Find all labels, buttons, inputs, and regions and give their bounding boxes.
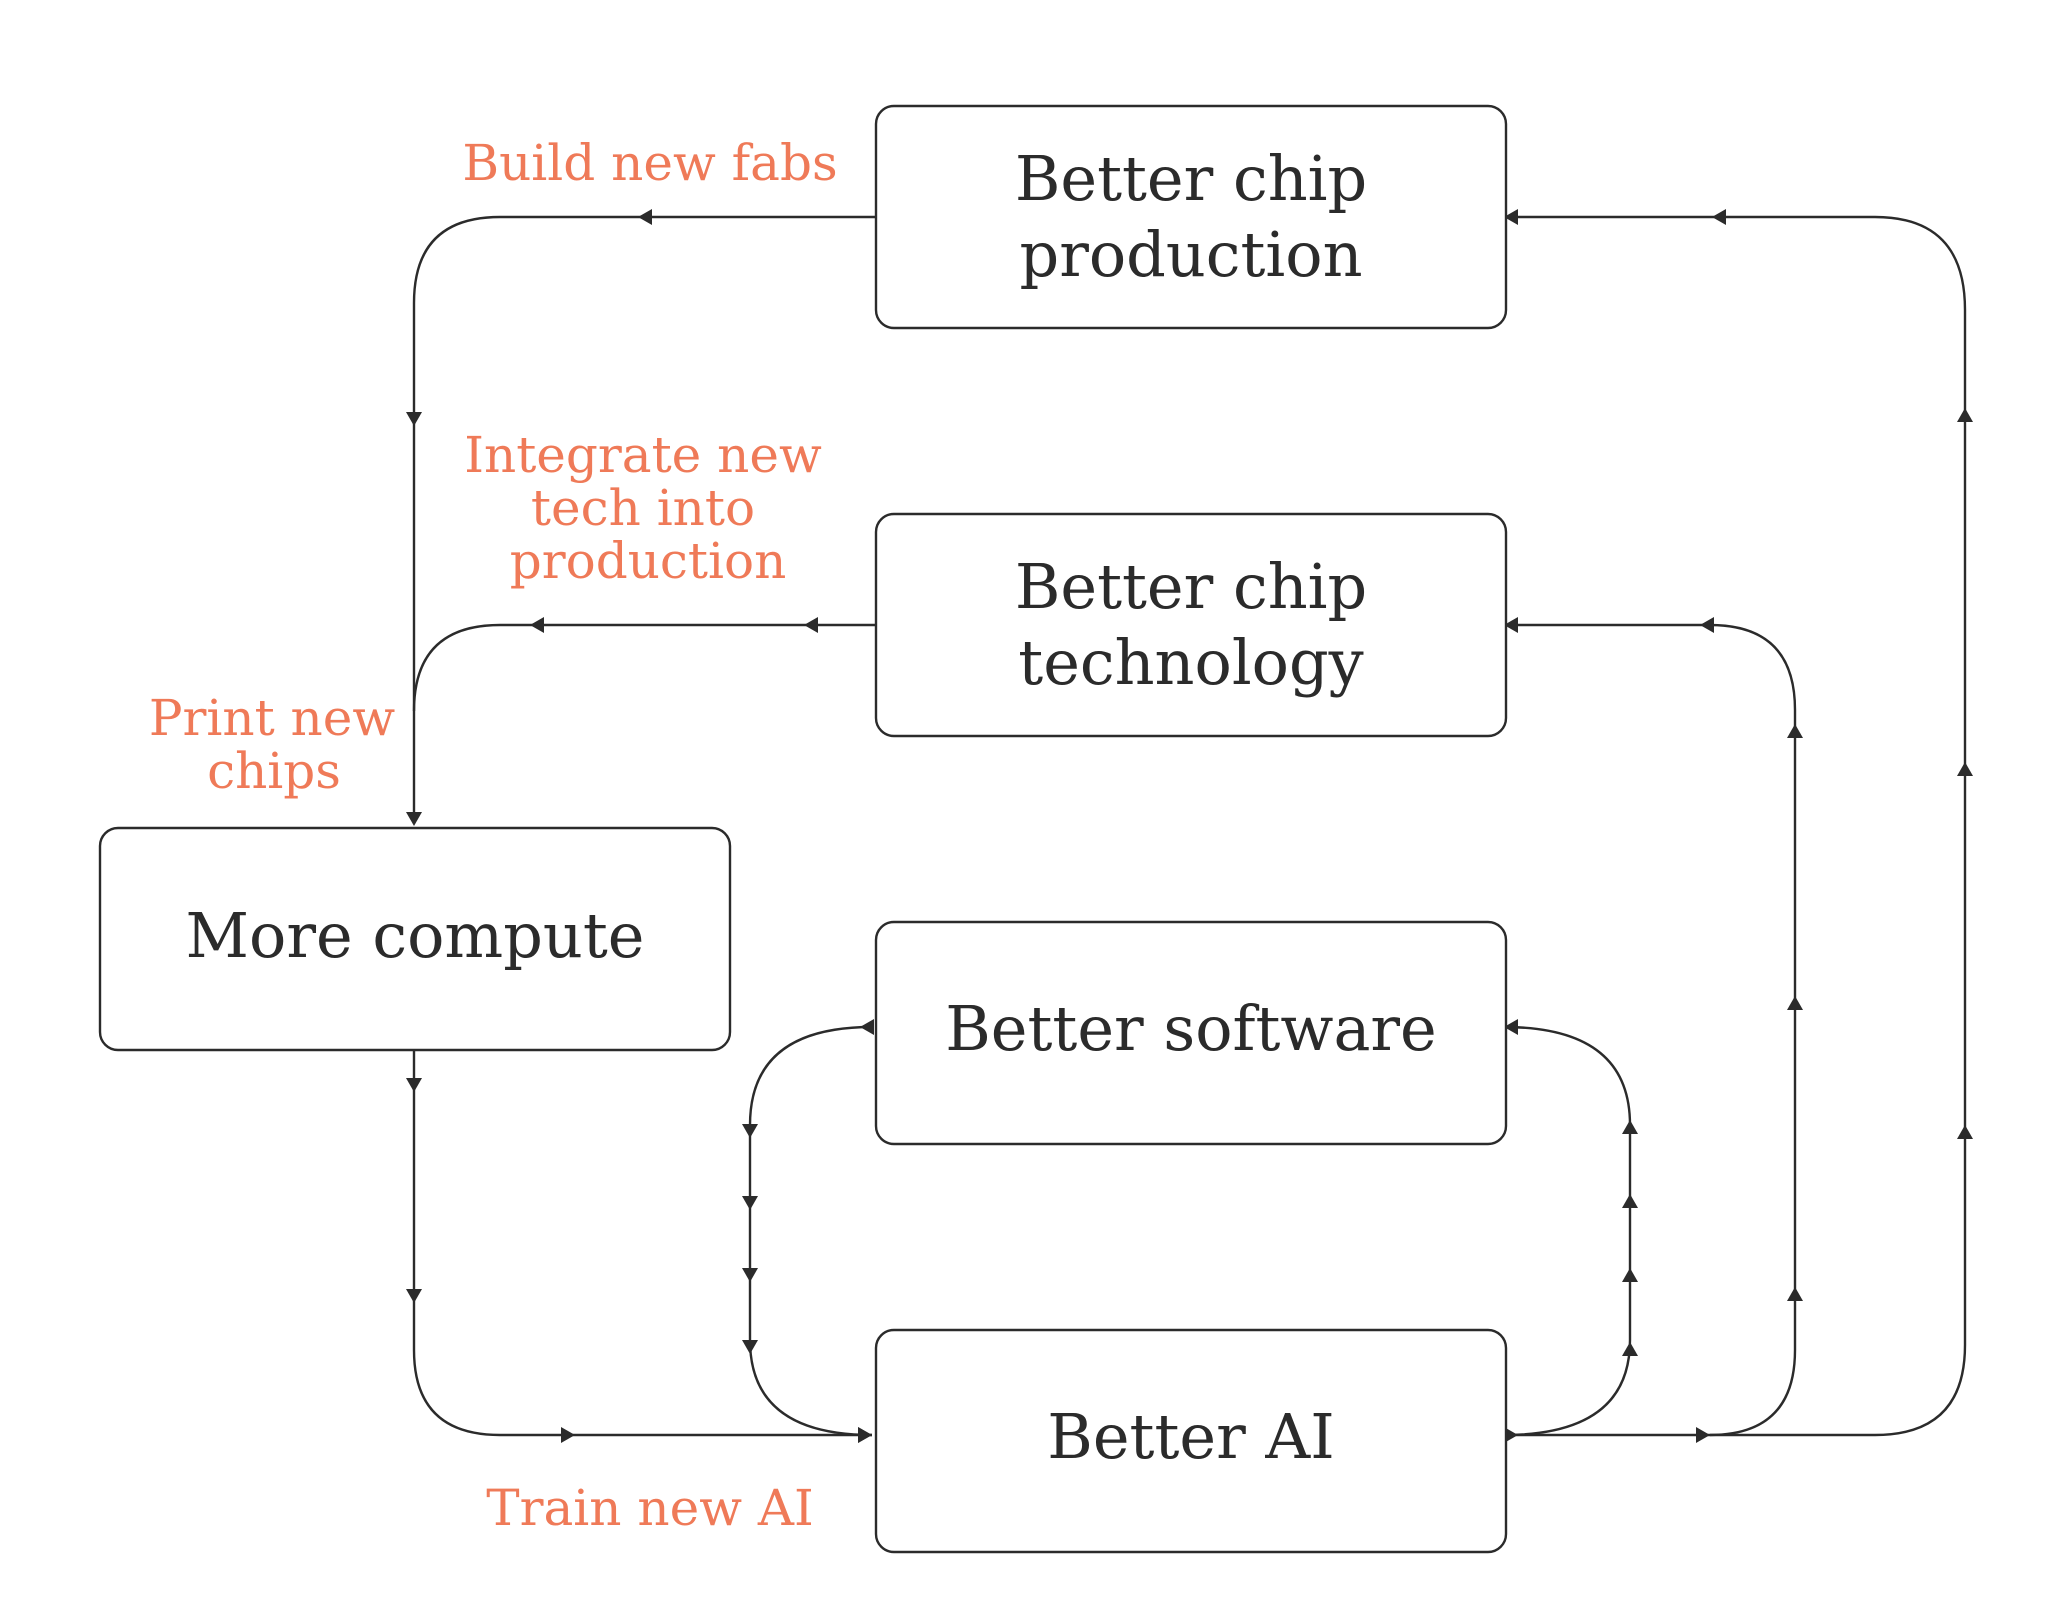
- arrowhead: [530, 617, 544, 633]
- arrowhead: [1957, 1125, 1973, 1139]
- edge-compute-to-ai: [412, 1050, 872, 1437]
- arrowhead: [1622, 1268, 1638, 1282]
- arrowhead: [638, 209, 652, 225]
- arrowhead: [1787, 1287, 1803, 1301]
- arrowhead: [1696, 1427, 1710, 1443]
- arrowhead: [1504, 1019, 1518, 1035]
- edge-ai-to-software: [1503, 1025, 1632, 1437]
- arrowhead: [742, 1268, 758, 1282]
- arrowhead: [1957, 762, 1973, 776]
- arrowhead: [1712, 209, 1726, 225]
- node-chip-production-line1: Better chip: [1015, 142, 1367, 215]
- node-chip-production-line2: production: [1020, 218, 1363, 291]
- arrowhead: [1700, 617, 1714, 633]
- arrowhead: [1787, 724, 1803, 738]
- edge-software-to-ai: [748, 1025, 873, 1437]
- node-chip-technology-line1: Better chip: [1015, 550, 1367, 623]
- arrowhead: [742, 1340, 758, 1354]
- arrowheads: [406, 209, 1973, 1443]
- edge-technology-to-production: [412, 623, 878, 712]
- arrowhead: [406, 1289, 422, 1303]
- arrowhead: [858, 1427, 872, 1443]
- edge-production-to-compute: [412, 215, 878, 822]
- node-more-compute: More compute: [98, 826, 732, 1052]
- arrowhead: [406, 412, 422, 426]
- node-chip-production: Better chip production: [874, 104, 1508, 330]
- node-more-compute-label: More compute: [186, 899, 645, 972]
- arrowhead: [1504, 1427, 1518, 1443]
- label-build-new-fabs: Build new fabs: [462, 134, 837, 192]
- node-chip-technology-line2: technology: [1018, 626, 1363, 699]
- label-integrate-line2: tech into: [531, 479, 755, 537]
- connectors: [412, 215, 1967, 1437]
- arrowhead: [1504, 617, 1518, 633]
- node-chip-technology: Better chip technology: [874, 512, 1508, 738]
- node-better-ai-label: Better AI: [1047, 1400, 1334, 1473]
- arrowhead: [1622, 1194, 1638, 1208]
- label-integrate-line3: production: [510, 532, 787, 590]
- arrowhead: [561, 1427, 575, 1443]
- arrowhead: [804, 617, 818, 633]
- arrowhead: [860, 1019, 874, 1035]
- arrowhead: [1622, 1342, 1638, 1356]
- arrowhead: [1787, 996, 1803, 1010]
- label-integrate-line1: Integrate new: [464, 426, 822, 484]
- arrowhead: [1957, 408, 1973, 422]
- arrowhead: [406, 1078, 422, 1092]
- arrowhead: [742, 1196, 758, 1210]
- arrowhead: [1622, 1120, 1638, 1134]
- label-print-new-chips-line2: chips: [207, 742, 341, 800]
- arrowhead: [406, 812, 422, 826]
- edge-ai-to-technology: [1500, 623, 1797, 1437]
- node-better-software: Better software: [874, 920, 1508, 1146]
- arrowhead: [742, 1124, 758, 1138]
- label-train-new-ai: Train new AI: [486, 1479, 814, 1537]
- arrowhead: [1504, 209, 1518, 225]
- edge-ai-to-production: [1504, 215, 1967, 1437]
- label-print-new-chips-line1: Print new: [149, 689, 396, 747]
- node-better-software-label: Better software: [945, 992, 1437, 1065]
- node-better-ai: Better AI: [874, 1328, 1508, 1554]
